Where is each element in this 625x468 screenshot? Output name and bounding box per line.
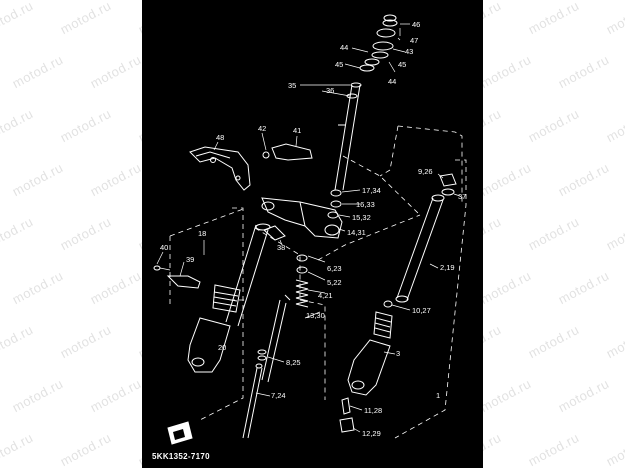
leader-lines-top (300, 23, 410, 97)
callout-12-29: 12,29 (362, 429, 381, 438)
part-38 (263, 225, 286, 246)
oil-seal (383, 300, 411, 311)
callout-40: 40 (160, 243, 168, 252)
callout-11-28: 11,28 (364, 406, 382, 415)
callout-44-right: 44 (388, 77, 396, 86)
callout-46: 46 (412, 20, 420, 29)
callout-16-33: 16,33 (356, 200, 375, 209)
callout-14-31: 14,31 (347, 228, 366, 237)
callout-45-right: 45 (398, 60, 406, 69)
callout-13-30: 13,30 (306, 311, 325, 320)
callout-15-32: 15,32 (352, 213, 371, 222)
callout-37: 37 (458, 192, 466, 201)
callout-41: 41 (293, 126, 301, 135)
damper-rod (242, 349, 285, 439)
left-fork-leg (187, 223, 271, 373)
callout-labels: 46 47 43 44 45 45 44 35 36 48 42 41 17,3… (160, 20, 466, 438)
callout-35: 35 (288, 81, 296, 90)
callout-7-24: 7,24 (271, 391, 286, 400)
callout-1: 1 (436, 391, 440, 400)
callout-36: 36 (326, 86, 334, 95)
callout-42: 42 (258, 124, 266, 133)
callout-2-19: 2,19 (440, 263, 455, 272)
callout-6-23: 6,23 (327, 264, 342, 273)
top-nut-stack (359, 14, 398, 72)
callout-5-22: 5,22 (327, 278, 342, 287)
assembly-boundary (169, 125, 467, 439)
lower-triple-clamp (261, 197, 343, 239)
callout-18: 18 (198, 229, 206, 238)
callout-38: 38 (277, 243, 285, 252)
callout-20: 20 (218, 343, 226, 352)
cable-guide-bracket (189, 141, 251, 191)
callout-44: 44 (340, 43, 348, 52)
callout-48: 48 (216, 133, 224, 142)
callout-9-26: 9,26 (418, 167, 433, 176)
callout-10-27: 10,27 (412, 306, 431, 315)
callout-3: 3 (396, 349, 400, 358)
steering-stem-shaft (334, 82, 362, 191)
callout-39: 39 (186, 255, 194, 264)
callout-47: 47 (410, 36, 418, 45)
right-inner-tube (395, 194, 445, 303)
callout-45: 45 (335, 60, 343, 69)
callout-17-34: 17,34 (362, 186, 381, 195)
clamp-bolts-15-17 (327, 189, 361, 232)
front-direction-marker (167, 421, 193, 445)
drain-bolt (339, 397, 363, 433)
fork-cap-bolt (437, 173, 461, 197)
brake-hose-holder (153, 251, 201, 289)
callout-4-21: 4,21 (318, 291, 333, 300)
diagram-part-code: 5KK1352-7170 (152, 452, 210, 461)
clamp-41-42 (261, 132, 313, 161)
callout-43: 43 (405, 47, 413, 56)
fork-spring-column (261, 254, 326, 383)
callout-8-25: 8,25 (286, 358, 301, 367)
right-outer-tube (347, 311, 396, 396)
